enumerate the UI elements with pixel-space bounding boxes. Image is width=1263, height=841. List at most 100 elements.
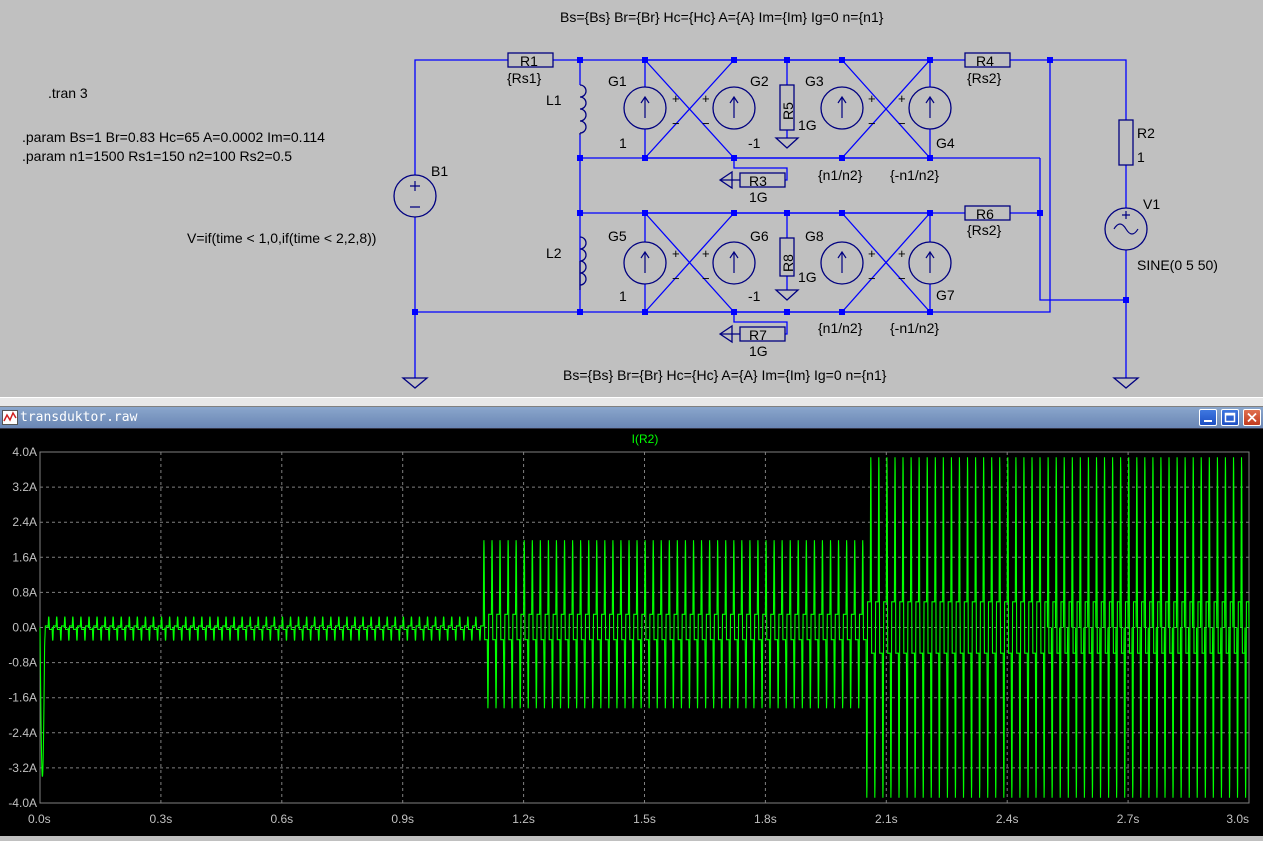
y-tick-label: 4.0A: [12, 445, 37, 459]
svg-text:+: +: [868, 91, 876, 106]
x-tick-label: 0.9s: [391, 812, 414, 826]
value-g3: {n1/n2}: [818, 167, 863, 183]
label-v1: V1: [1143, 196, 1160, 212]
svg-text:+: +: [702, 91, 710, 106]
minimize-button[interactable]: [1199, 409, 1217, 426]
value-r6: {Rs2}: [967, 222, 1002, 238]
top-core-params: Bs={Bs} Br={Br} Hc={Hc} A={A} Im={Im} Ig…: [560, 9, 884, 25]
inductors[interactable]: [579, 84, 587, 290]
x-tick-label: 2.7s: [1117, 812, 1140, 826]
schematic-canvas[interactable]: ++ −− ++ −− ++ −− ++ −− Bs={Bs} Br={Br: [0, 0, 1263, 397]
y-tick-label: 0.0A: [12, 621, 37, 635]
label-r3: R3: [749, 173, 767, 189]
label-r1: R1: [520, 53, 538, 69]
x-tick-label: 0.6s: [270, 812, 293, 826]
value-r5: 1G: [798, 117, 817, 133]
tran-directive[interactable]: .tran 3: [48, 85, 88, 101]
window-titlebar[interactable]: transduktor.raw: [0, 407, 1263, 429]
maximize-button[interactable]: [1221, 409, 1239, 426]
close-button[interactable]: [1243, 409, 1261, 426]
label-l1: L1: [546, 92, 562, 108]
value-r2: 1: [1137, 149, 1145, 165]
b1-expression[interactable]: V=if(time < 1,0,if(time < 2,2,8)): [187, 230, 376, 246]
value-g7: {-n1/n2}: [890, 320, 939, 336]
value-r3: 1G: [749, 189, 768, 205]
source-arrows: [410, 95, 1139, 273]
x-tick-label: 2.1s: [875, 812, 898, 826]
value-r1: {Rs1}: [507, 70, 542, 86]
label-r4: R4: [976, 53, 994, 69]
minimize-icon: [1204, 420, 1212, 422]
label-g7: G7: [936, 287, 955, 303]
svg-text:−: −: [898, 116, 906, 131]
waveform-app-icon: [2, 410, 18, 425]
label-r5: R5: [780, 102, 796, 120]
x-tick-label: 0.0s: [28, 812, 51, 826]
label-l2: L2: [546, 245, 562, 261]
svg-text:+: +: [868, 246, 876, 261]
svg-text:+: +: [672, 91, 680, 106]
label-g3: G3: [805, 73, 824, 89]
svg-text:−: −: [702, 116, 710, 131]
polarity-marks: + + − − + + − − + + − − + + − −: [672, 91, 906, 286]
waveform-plot[interactable]: 4.0A 3.2A 2.4A 1.6A 0.8A 0.0A -0.8A -1.6A -2.4A -…: [0, 429, 1263, 836]
resistors[interactable]: [507, 52, 1134, 342]
label-r7: R7: [749, 327, 767, 343]
x-tick-label: 3.0s: [1226, 812, 1249, 826]
value-g6: -1: [748, 288, 761, 304]
trace-i-r2[interactable]: [39, 457, 1250, 798]
label-g4: G4: [936, 135, 955, 151]
svg-text:−: −: [868, 116, 876, 131]
x-tick-label: 1.8s: [754, 812, 777, 826]
y-tick-label: 2.4A: [12, 515, 37, 529]
plot-area[interactable]: 4.0A 3.2A 2.4A 1.6A 0.8A 0.0A -0.8A -1.6A -2.4A -…: [0, 429, 1263, 836]
value-v1: SINE(0 5 50): [1137, 257, 1218, 273]
x-tick-label: 0.3s: [150, 812, 173, 826]
value-r7: 1G: [749, 343, 768, 359]
value-g4: {-n1/n2}: [890, 167, 939, 183]
x-tick-label: 1.5s: [633, 812, 656, 826]
x-axis-ticks: 0.0s 0.3s 0.6s 0.9s 1.2s 1.5s 1.8s 2.1s 2.4s 2.7s…: [28, 812, 1249, 826]
svg-text:+: +: [898, 246, 906, 261]
label-g1: G1: [608, 73, 627, 89]
svg-text:−: −: [672, 271, 680, 286]
y-axis-ticks: 4.0A 3.2A 2.4A 1.6A 0.8A 0.0A -0.8A -1.6A -2.4A -…: [8, 445, 37, 810]
param-directive-1[interactable]: .param Bs=1 Br=0.83 Hc=65 A=0.0002 Im=0.…: [22, 129, 325, 145]
bottom-core-params: Bs={Bs} Br={Br} Hc={Hc} A={A} Im={Im} Ig…: [563, 367, 887, 383]
svg-text:+: +: [702, 246, 710, 261]
label-b1: B1: [431, 163, 448, 179]
label-g6: G6: [750, 228, 769, 244]
pane-splitter[interactable]: [0, 397, 1263, 407]
y-tick-label: -3.2A: [8, 761, 37, 775]
junction-dots: [412, 57, 1129, 315]
y-tick-label: -0.8A: [8, 656, 37, 670]
svg-text:+: +: [898, 91, 906, 106]
svg-text:−: −: [868, 271, 876, 286]
x-tick-label: 2.4s: [996, 812, 1019, 826]
close-icon: [1247, 412, 1257, 423]
label-g2: G2: [750, 73, 769, 89]
x-tick-label: 1.2s: [512, 812, 535, 826]
svg-text:−: −: [898, 271, 906, 286]
ground-symbols: [401, 137, 1140, 389]
maximize-icon: [1224, 412, 1236, 423]
value-g2: -1: [748, 135, 761, 151]
label-r6: R6: [976, 206, 994, 222]
param-directive-2[interactable]: .param n1=1500 Rs1=150 n2=100 Rs2=0.5: [22, 148, 292, 164]
trace-label[interactable]: I(R2): [632, 432, 659, 446]
waveform-window[interactable]: transduktor.raw 4.0A 3.2A 2.4A 1.6A 0.8A 0.0A…: [0, 407, 1263, 836]
value-g5: 1: [619, 288, 627, 304]
y-tick-label: 0.8A: [12, 585, 37, 599]
value-r8: 1G: [798, 269, 817, 285]
y-tick-label: 3.2A: [12, 480, 37, 494]
y-tick-label: -2.4A: [8, 726, 37, 740]
y-tick-label: -4.0A: [8, 796, 37, 810]
y-tick-label: 1.6A: [12, 550, 37, 564]
label-r2: R2: [1137, 125, 1155, 141]
svg-text:−: −: [672, 116, 680, 131]
svg-text:+: +: [672, 246, 680, 261]
schematic-editor[interactable]: ++ −− ++ −− ++ −− ++ −− Bs={Bs} Br={Br: [0, 0, 1263, 397]
value-g1: 1: [619, 135, 627, 151]
svg-text:−: −: [702, 271, 710, 286]
y-tick-label: -1.6A: [8, 691, 37, 705]
